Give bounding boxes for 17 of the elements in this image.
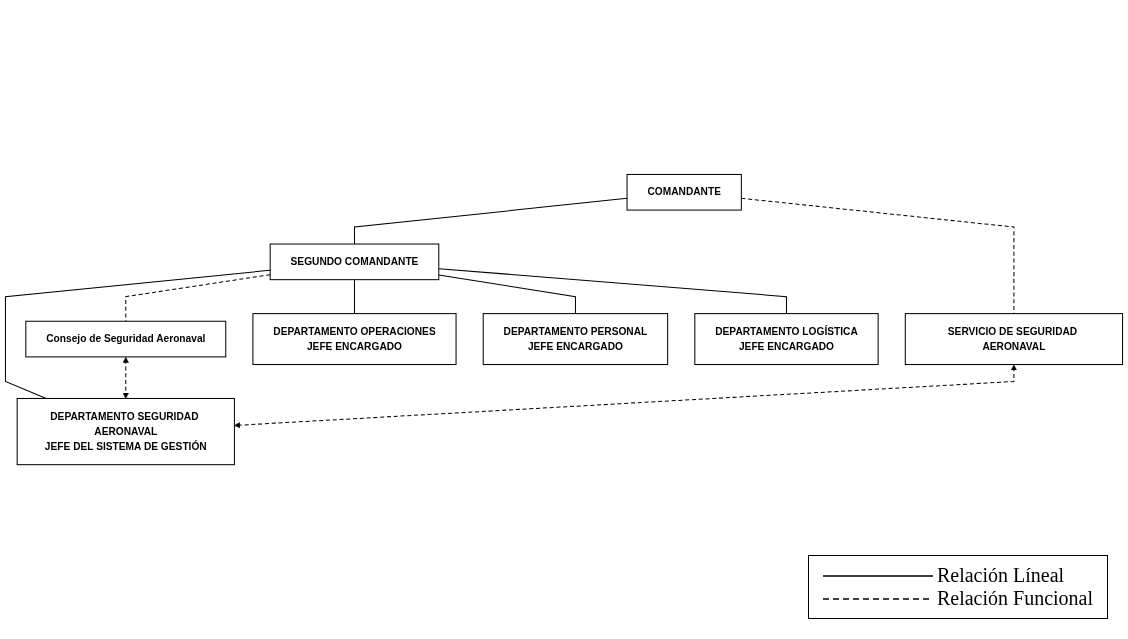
node-box: COMANDANTE bbox=[626, 173, 742, 211]
node-box: DEPARTAMENTO SEGURIDAD AERONAVAL JEFE DEL SISTEMA DE GESTIÓN bbox=[16, 397, 235, 466]
node-box: DEPARTAMENTO OPERACIONES JEFE ENCARGADO bbox=[252, 313, 457, 365]
node-box: DEPARTAMENTO PERSONAL JEFE ENCARGADO bbox=[482, 313, 669, 365]
connector bbox=[4, 269, 271, 399]
arrow bbox=[122, 356, 129, 399]
connector bbox=[438, 268, 787, 315]
connector bbox=[353, 197, 628, 245]
connector bbox=[353, 279, 355, 315]
node-box: SEGUNDO COMANDANTE bbox=[269, 243, 440, 281]
arrow bbox=[234, 364, 1017, 429]
legend-label: Relación Líneal bbox=[936, 564, 1065, 587]
node-box: SERVICIO DE SEGURIDAD AERONAVAL bbox=[904, 313, 1124, 365]
connector bbox=[438, 274, 576, 315]
node-box: Consejo de Seguridad Aeronaval bbox=[25, 320, 227, 358]
node-box: DEPARTAMENTO LOGÍSTICA JEFE ENCARGADO bbox=[694, 313, 879, 365]
legend-label: Relación Funcional bbox=[936, 587, 1093, 610]
